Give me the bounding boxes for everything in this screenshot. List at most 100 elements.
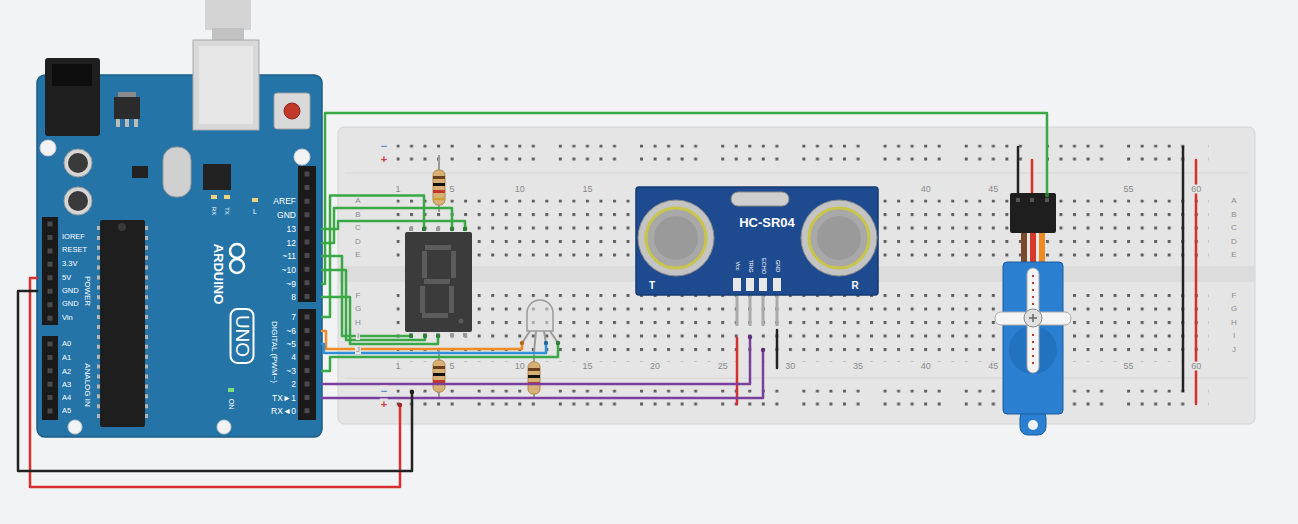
servo-wire — [1039, 233, 1045, 265]
display-segments — [420, 245, 456, 318]
row-letter: C — [1230, 224, 1238, 232]
pin-label: 13 — [287, 225, 296, 234]
pin-label: ~6 — [286, 327, 296, 336]
pin-label: GND — [62, 287, 79, 295]
pin-label: ECHO — [760, 258, 766, 274]
mounting-hole — [40, 140, 56, 156]
pin-label: 2 — [291, 380, 296, 389]
sensor-board — [636, 187, 878, 295]
pin-label: ~11 — [282, 252, 296, 261]
arduino-logo — [230, 259, 244, 273]
power-header — [42, 217, 58, 325]
wire-end — [748, 335, 752, 339]
sensor-pin — [776, 292, 779, 326]
column-number: 55 — [1123, 185, 1135, 194]
header-pins — [48, 222, 53, 324]
transducer-label: R — [851, 281, 858, 291]
rail-mark: − — [380, 141, 388, 152]
rail-mark: + — [380, 154, 388, 165]
jumper-wire — [322, 221, 465, 229]
column-number: 40 — [920, 185, 932, 194]
led-label: TX — [224, 207, 230, 215]
jumper-wire — [322, 343, 546, 353]
pin-label: ~3 — [286, 367, 296, 376]
row-letter: I — [1232, 332, 1236, 340]
wire-end — [1045, 193, 1049, 197]
wire-end — [544, 341, 548, 345]
pin-label: TX►1 — [272, 394, 296, 403]
led-label: ON — [228, 399, 235, 410]
column-number: 1 — [394, 362, 401, 371]
transducer-ring — [646, 208, 706, 268]
seven-segment-display — [405, 232, 472, 332]
header-label: POWER — [83, 276, 91, 306]
rail-mark: + — [380, 399, 388, 410]
reset-button-base — [274, 93, 310, 129]
usb-plug — [193, 40, 259, 130]
wire-end — [436, 334, 440, 338]
tx-led — [224, 195, 230, 199]
jumper-wire — [322, 337, 750, 384]
rail-divider — [345, 378, 1248, 379]
pin-label: 8 — [291, 293, 296, 302]
jumper-wire — [322, 208, 452, 243]
row-letter: D — [354, 238, 362, 246]
wire-end — [463, 227, 467, 231]
resistor-symbol — [433, 170, 445, 205]
horn-holes — [1032, 275, 1034, 364]
terminal-holes — [397, 294, 1209, 362]
row-letter: A — [354, 197, 361, 205]
row-letter: I — [356, 332, 360, 340]
pin-label: TRIG — [747, 259, 753, 272]
servo-body — [1003, 262, 1063, 414]
servo-hub — [1024, 309, 1042, 327]
power-rail-holes — [397, 145, 1209, 162]
row-letter: G — [1230, 305, 1238, 313]
capacitor — [64, 187, 92, 215]
ultrasonic-sensor: HC-SR04TVccTRIGECHOGNDR — [636, 187, 878, 295]
jumper-wire — [322, 331, 522, 349]
resistor-symbol — [528, 362, 540, 394]
wire-end — [410, 390, 414, 394]
resistor-band — [433, 190, 445, 193]
row-letter: F — [1231, 292, 1238, 300]
pin-label: 12 — [287, 239, 296, 248]
jumper-wire — [322, 297, 438, 344]
row-letter: E — [1230, 251, 1237, 259]
pin-label: AREF — [273, 197, 296, 206]
wire-end — [422, 227, 426, 231]
breadboard: 151015404555601510152025303540455560ABCD… — [338, 127, 1255, 424]
header-pins — [48, 342, 53, 419]
l-led — [252, 198, 258, 202]
column-number: 40 — [920, 362, 932, 371]
column-number: 55 — [1123, 362, 1135, 371]
connector-holes — [1016, 198, 1049, 202]
power-jumper — [736, 338, 739, 404]
rail-mark: − — [380, 386, 388, 397]
row-letter: B — [354, 211, 361, 219]
jumper-wire — [322, 343, 558, 371]
resistor-band — [433, 183, 445, 186]
digital-header — [298, 309, 316, 420]
power-jack-opening — [52, 64, 92, 86]
column-number: 5 — [449, 362, 456, 371]
mounting-hole — [217, 420, 231, 434]
row-letter: J — [1231, 346, 1237, 354]
pin-label: ~5 — [286, 340, 296, 349]
small-chip — [132, 166, 148, 178]
display-pins — [409, 227, 467, 337]
pin-label: Vcc — [734, 261, 740, 270]
breadboard-body — [338, 127, 1255, 424]
column-number: 35 — [852, 362, 864, 371]
digital-header — [298, 166, 316, 302]
regulator-leg — [125, 119, 129, 127]
resistor-band — [528, 375, 540, 378]
servo-tab-hole — [1028, 420, 1038, 430]
wire-end — [761, 348, 765, 352]
reset-button — [284, 103, 300, 119]
resistor-band — [433, 366, 445, 369]
rgb-led — [527, 300, 553, 331]
transducer-mesh — [817, 216, 861, 260]
